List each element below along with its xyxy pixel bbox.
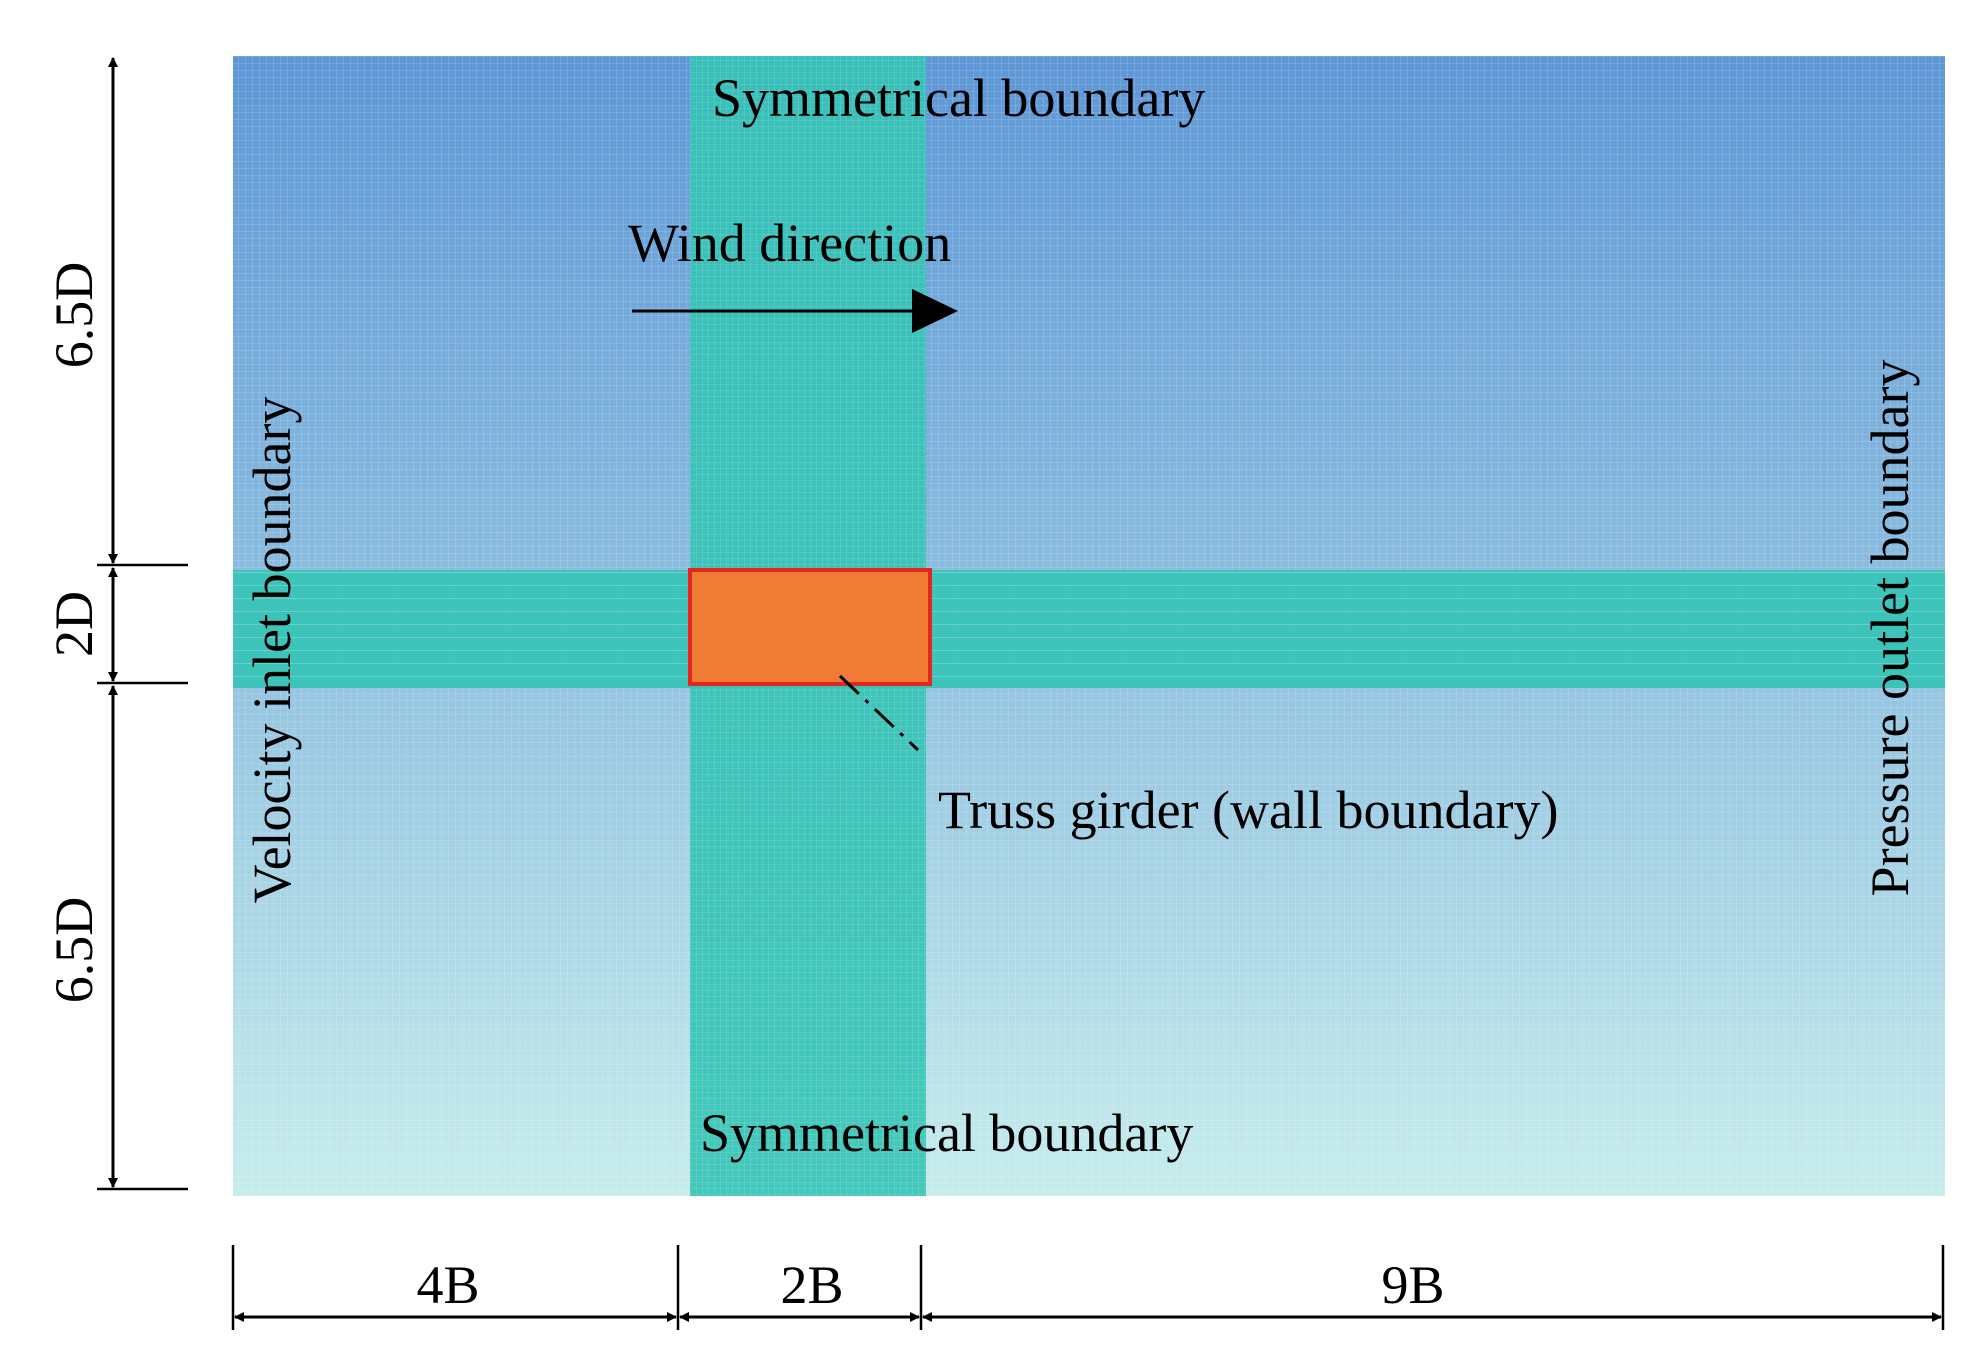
top-boundary-label: Symmetrical boundary [712, 68, 1205, 128]
outlet-boundary-label: Pressure outlet boundary [1860, 360, 1920, 897]
horizontal-dimensions: 4B 2B 9B [231, 1245, 1945, 1330]
dim-label-left: 4B [416, 1255, 479, 1315]
dim-label-right: 9B [1381, 1255, 1444, 1315]
dim-label-middle: 2D [44, 591, 104, 657]
refined-horizontal-band-grid [233, 570, 1945, 688]
truss-girder [688, 568, 932, 686]
bottom-boundary-label: Symmetrical boundary [700, 1103, 1193, 1163]
dim-label-top: 6.5D [44, 262, 104, 369]
wind-direction-label: Wind direction [628, 213, 951, 273]
inlet-boundary-label: Velocity inlet boundary [242, 397, 302, 904]
mesh-domain [233, 56, 1945, 1196]
vertical-dimensions: 6.5D 2D 6.5D [44, 57, 188, 1191]
dim-label-center: 2B [780, 1255, 843, 1315]
wind-arrow-head [912, 289, 958, 333]
girder-label: Truss girder (wall boundary) [938, 780, 1558, 840]
girder-leader-line [838, 674, 920, 752]
dim-label-bottom: 6.5D [44, 897, 104, 1004]
